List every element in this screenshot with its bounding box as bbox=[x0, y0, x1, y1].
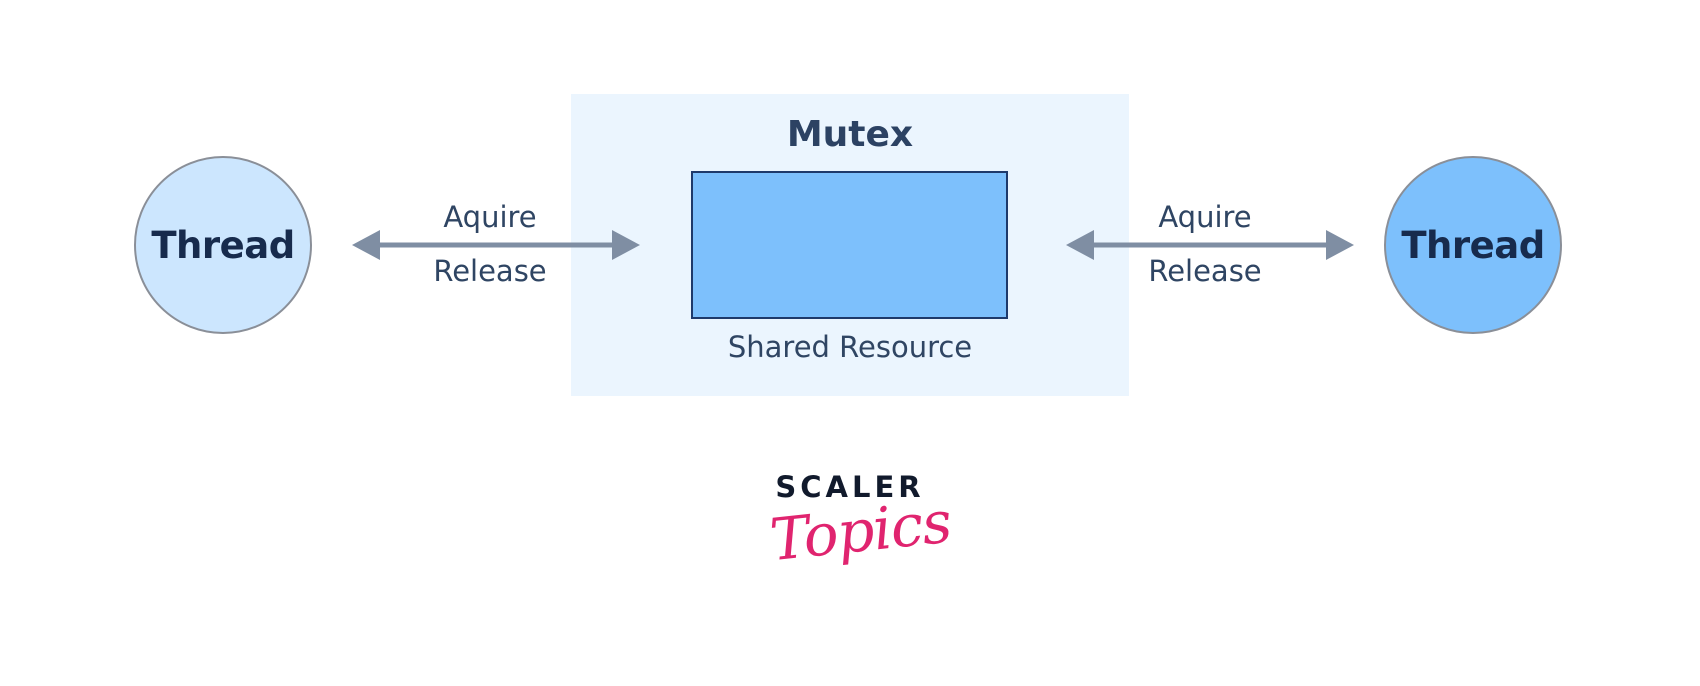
right-thread-node: Thread bbox=[1384, 156, 1562, 334]
left-thread-label: Thread bbox=[151, 223, 295, 267]
right-thread-label: Thread bbox=[1401, 223, 1545, 267]
right-bidirectional-arrow-icon bbox=[1066, 230, 1354, 260]
right-release-label: Release bbox=[1148, 254, 1262, 288]
scaler-logo-text: SCALER bbox=[775, 470, 925, 504]
left-acquire-label: Aquire bbox=[443, 200, 537, 234]
left-bidirectional-arrow-icon bbox=[352, 230, 640, 260]
left-thread-node: Thread bbox=[134, 156, 312, 334]
shared-resource-label: Shared Resource bbox=[727, 330, 973, 364]
shared-resource-box bbox=[691, 171, 1008, 319]
left-release-label: Release bbox=[433, 254, 547, 288]
right-acquire-label: Aquire bbox=[1158, 200, 1252, 234]
mutex-title: Mutex bbox=[786, 114, 914, 155]
